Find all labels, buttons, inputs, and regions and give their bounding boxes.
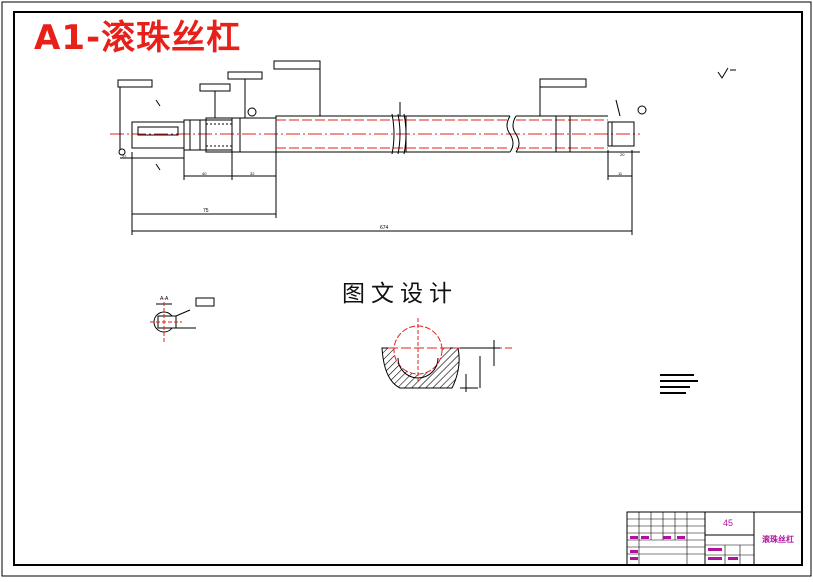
groove-detail-view	[381, 318, 512, 392]
dim-label-overall: 674	[380, 225, 389, 231]
shaft-view	[110, 60, 647, 235]
drawing-title: A1-滚珠丝杠	[34, 18, 242, 58]
dim-label-40: 40	[202, 171, 207, 176]
section-aa-label: A-A	[160, 296, 169, 302]
dim-label-32: 32	[250, 171, 255, 176]
material-value: 45	[723, 518, 734, 528]
section-aa-view: A-A	[150, 296, 215, 342]
part-name: 滚珠丝杠	[762, 535, 794, 544]
dim-label-11: 11	[618, 171, 623, 176]
watermark-text: 图文设计	[338, 274, 462, 308]
roughness-symbol	[717, 67, 736, 79]
title-block	[626, 511, 803, 566]
dim-label-75: 75	[203, 208, 209, 214]
inner-frame	[13, 11, 803, 566]
technical-notes	[660, 374, 698, 394]
dim-label-20: 20	[620, 152, 625, 157]
dim-label-22: 22	[122, 154, 127, 159]
